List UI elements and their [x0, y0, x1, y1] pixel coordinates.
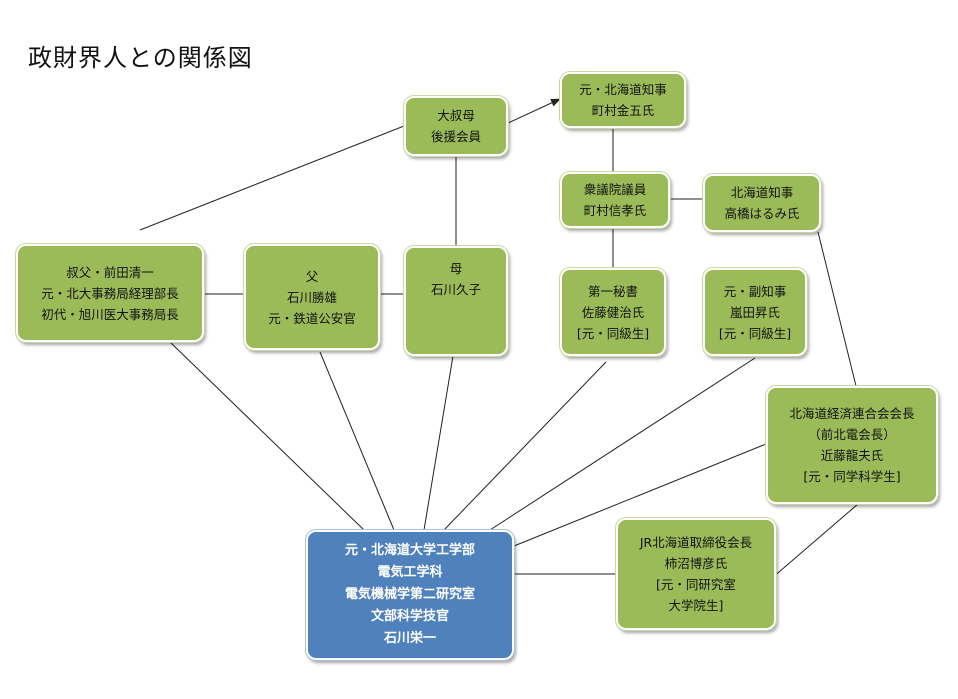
node-text: [元・同研究室: [656, 577, 736, 592]
node-secretary: 第一秘書 佐藤健治氏 [元・同級生]: [559, 267, 667, 357]
node-governor: 北海道知事 高橋はるみ氏: [702, 173, 822, 233]
node-former-governor: 元・北海道知事 町村金五氏: [559, 71, 687, 129]
node-text: 嵐田昇氏: [729, 304, 780, 320]
node-great-aunt: 大叔母 後援会員: [403, 95, 509, 157]
node-text: 衆議院議員: [583, 182, 647, 197]
diagram-title: 政財界人との関係図: [28, 44, 253, 72]
node-text: 石川栄一: [383, 631, 436, 646]
node-representative: 衆議院議員 町村信孝氏: [559, 171, 671, 229]
node-text: 初代・旭川医大事務局長: [41, 306, 179, 322]
node-text: JR北海道取締役会長: [639, 535, 753, 550]
node-text: 町村信孝氏: [583, 203, 647, 218]
node-text: 父: [305, 268, 319, 284]
node-text: [元・同学科学生]: [803, 469, 901, 484]
node-text: 大学院生]: [668, 598, 724, 613]
node-text: 石川勝雄: [286, 289, 337, 305]
node-center-person: 元・北海道大学工学部 電気工学科 電気機械学第二研究室 文部科学技官 石川栄一: [305, 529, 515, 661]
edge-uncle-center: [169, 341, 365, 531]
node-text: [元・同級生]: [576, 325, 650, 341]
node-text: 柿沼博彦氏: [664, 556, 728, 571]
node-text: 北海道経済連合会会長: [789, 406, 915, 421]
edge-keizai-center: [513, 443, 767, 547]
node-text: [元・同級生]: [718, 325, 792, 341]
node-text: 近藤龍夫氏: [820, 448, 884, 463]
node-text: 電気機械学第二研究室: [344, 587, 475, 602]
node-uncle: 叔父・前田清一 元・北大事務局経理部長 初代・旭川医大事務局長: [15, 243, 205, 343]
node-text: 第一秘書: [587, 283, 638, 299]
edge-father-center: [319, 351, 395, 531]
edge-uncle-greataunt: [139, 125, 405, 231]
node-text: 元・北大事務局経理部長: [41, 285, 179, 301]
node-keizai-chairman: 北海道経済連合会会長 （前北電会長） 近藤龍夫氏 [元・同学科学生]: [765, 385, 939, 505]
node-text: 北海道知事: [730, 185, 794, 200]
node-text: 高橋はるみ氏: [724, 206, 800, 221]
node-text: 叔父・前田清一: [66, 264, 154, 280]
node-text: 石川久子: [430, 282, 481, 297]
edge-greataunt-fmrgovernor: [507, 98, 561, 124]
node-text: 元・北海道知事: [579, 82, 667, 97]
node-text: 文部科学技官: [370, 609, 449, 624]
node-jr-chairman: JR北海道取締役会長 柿沼博彦氏 [元・同研究室 大学院生]: [615, 517, 777, 631]
node-text: 大叔母: [437, 108, 475, 123]
edge-vicegovernor-center: [489, 357, 756, 531]
node-father: 父 石川勝雄 元・鉄道公安官: [243, 243, 381, 351]
node-text: 後援会員: [430, 129, 481, 144]
edge-mother-center: [423, 355, 454, 531]
node-text: 元・副知事: [723, 283, 787, 299]
node-text: 町村金五氏: [591, 103, 655, 118]
node-text: 電気工学科: [377, 565, 443, 580]
edge-keizai-jr: [771, 503, 859, 579]
edge-secretary-center: [443, 361, 607, 531]
node-text: （前北電会長）: [808, 427, 896, 442]
node-text: 元・鉄道公安官: [268, 310, 356, 326]
edge-governor-keizai: [817, 231, 857, 387]
node-text: 母: [449, 261, 463, 276]
node-mother: 母 石川久子: [403, 245, 509, 357]
node-text: 佐藤健治氏: [581, 304, 645, 320]
node-vice-governor: 元・副知事 嵐田昇氏 [元・同級生]: [702, 267, 808, 357]
node-text: 元・北海道大学工学部: [344, 543, 475, 558]
